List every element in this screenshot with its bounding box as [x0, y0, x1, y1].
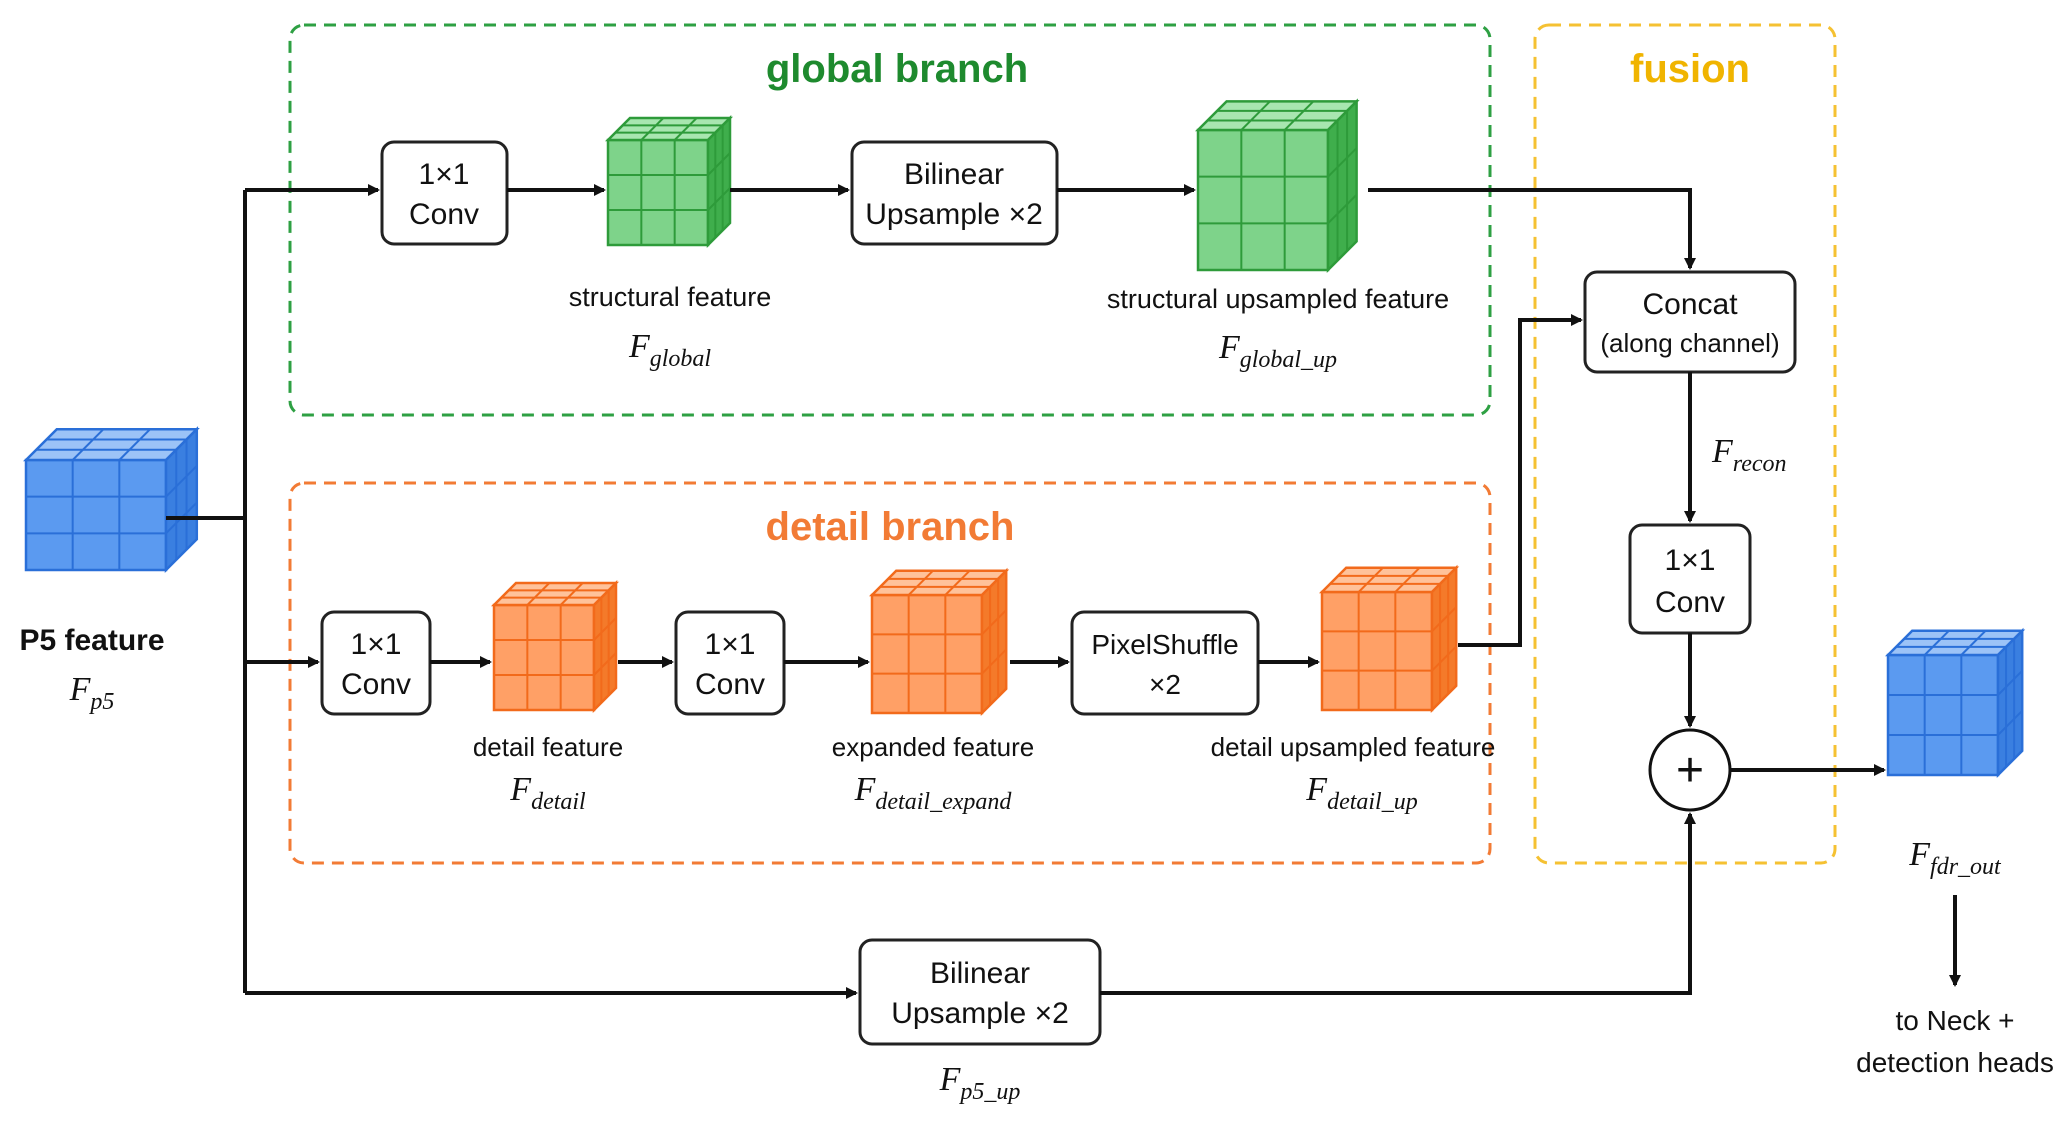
pixelshuffle-box: PixelShuffle ×2 [1070, 610, 1260, 716]
structural-feature-caption: structural feature [569, 282, 772, 312]
fusion-conv-box: 1×1 Conv [1628, 523, 1752, 635]
p5-feature-label: P5 feature [19, 624, 164, 657]
global-branch-title: global branch [766, 47, 1028, 91]
arrow-structural-up-to-concat [1368, 188, 1696, 270]
p5-up-subscript: p5_up [958, 1079, 1020, 1105]
expanded-feature-symbol: Fdetail_expand [854, 771, 1013, 815]
detail-conv2-line1: 1×1 [705, 628, 756, 661]
detail-upsampled-feature-cube [1318, 564, 1460, 714]
global-conv-line2: Conv [409, 198, 479, 231]
connectors [166, 184, 1961, 999]
bypass-upsample-line2: Upsample ×2 [891, 997, 1069, 1030]
detail-upsampled-caption: detail upsampled feature [1211, 732, 1496, 762]
structural-upsampled-subscript: global_up [1240, 347, 1337, 373]
detail-conv1-box: 1×1 Conv [320, 610, 432, 716]
arrow-bypass-to-add [1100, 812, 1696, 995]
bypass-upsample-line1: Bilinear [930, 957, 1030, 990]
concat-line2: (along channel) [1600, 328, 1779, 358]
output-destination-line2: detection heads [1856, 1047, 2054, 1078]
fusion-conv-line2: Conv [1655, 586, 1725, 619]
detail-feature-caption: detail feature [473, 732, 623, 762]
concat-box: Concat (along channel) [1583, 270, 1797, 374]
add-symbol: + [1676, 744, 1704, 797]
p5-feature-cube [22, 426, 200, 574]
p5-feature-subscript: p5 [88, 689, 114, 715]
arrow-detail-up-to-concat [1458, 314, 1583, 647]
pixelshuffle-line2: ×2 [1149, 669, 1181, 700]
recon-subscript: recon [1733, 451, 1787, 477]
concat-line1: Concat [1642, 288, 1738, 321]
global-upsample-line1: Bilinear [904, 158, 1004, 191]
fdr-out-symbol: Ffdr_out [1908, 836, 2002, 880]
expanded-feature-caption: expanded feature [832, 732, 1034, 762]
detail-feature-symbol: Fdetail [509, 771, 586, 815]
structural-feature-subscript: global [650, 346, 712, 372]
detail-branch-title: detail branch [766, 505, 1015, 549]
structural-feature-cube [604, 114, 734, 249]
global-conv-line1: 1×1 [419, 158, 470, 191]
detail-conv1-line2: Conv [341, 668, 411, 701]
global-upsample-box: Bilinear Upsample ×2 [850, 140, 1059, 246]
detail-feature-cube [490, 579, 620, 714]
detail-feature-subscript: detail [531, 789, 586, 815]
structural-upsampled-caption: structural upsampled feature [1107, 284, 1449, 314]
fdr-out-subscript: fdr_out [1930, 854, 2002, 880]
detail-conv2-box: 1×1 Conv [674, 610, 786, 716]
detail-conv2-line2: Conv [695, 668, 765, 701]
fdr-output-cube [1884, 627, 2026, 779]
bypass-upsample-box: Bilinear Upsample ×2 [858, 938, 1102, 1046]
recon-symbol: Frecon [1711, 433, 1787, 477]
p5-feature-symbol: Fp5 [69, 671, 115, 715]
structural-upsampled-symbol: Fglobal_up [1218, 329, 1337, 373]
fusion-title: fusion [1630, 47, 1750, 91]
expanded-feature-cube [868, 567, 1010, 717]
detail-branch-region [288, 481, 1492, 865]
global-conv-box: 1×1 Conv [380, 140, 509, 246]
global-upsample-line2: Upsample ×2 [865, 198, 1043, 231]
detail-upsampled-symbol: Fdetail_up [1305, 771, 1417, 815]
output-destination-line1: to Neck + [1895, 1005, 2014, 1036]
fusion-conv-line1: 1×1 [1665, 544, 1716, 577]
detail-conv1-line1: 1×1 [351, 628, 402, 661]
fusion-region [1533, 23, 1837, 865]
pixelshuffle-line1: PixelShuffle [1091, 629, 1238, 660]
add-node: + [1648, 728, 1732, 812]
expanded-feature-subscript: detail_expand [875, 789, 1012, 815]
p5-up-symbol: Fp5_up [939, 1061, 1021, 1105]
structural-upsampled-feature-cube [1194, 98, 1360, 274]
structural-feature-symbol: Fglobal [628, 328, 711, 372]
detail-upsampled-subscript: detail_up [1327, 789, 1418, 815]
global-branch-region [288, 23, 1492, 417]
